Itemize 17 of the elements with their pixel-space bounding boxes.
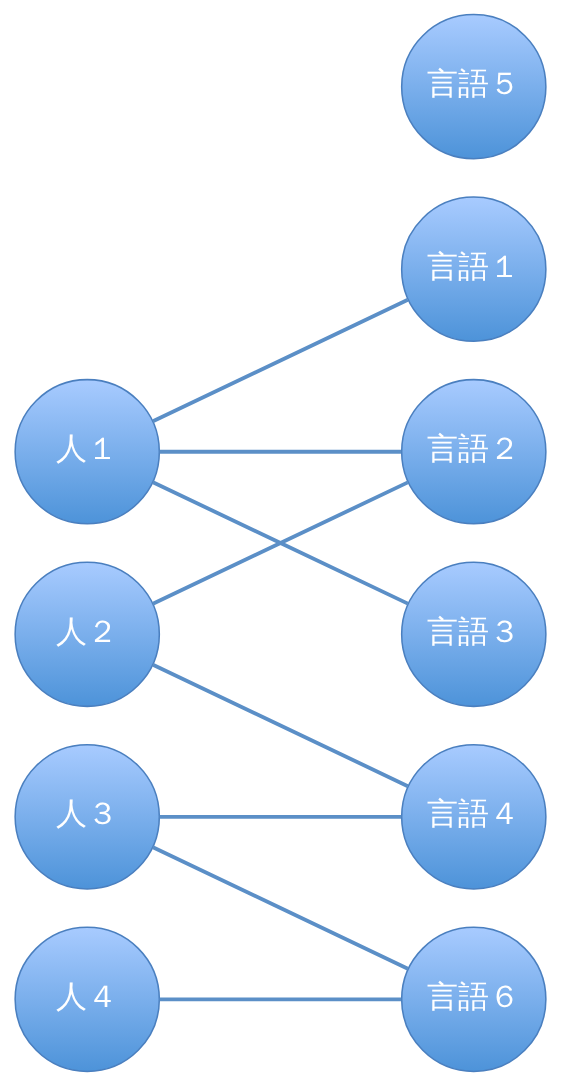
node-circle: 言語６ bbox=[400, 926, 547, 1073]
connector bbox=[152, 298, 409, 423]
node-circle: 人３ bbox=[14, 743, 161, 890]
connector bbox=[152, 480, 409, 606]
node-circle: 人１ bbox=[14, 378, 161, 525]
node-circle: 人２ bbox=[14, 561, 161, 708]
node-circle: 言語４ bbox=[400, 743, 547, 890]
connector bbox=[159, 449, 402, 454]
connector bbox=[152, 845, 409, 971]
connector bbox=[159, 997, 402, 1002]
node-circle: 人４ bbox=[14, 926, 161, 1073]
node-circle: 言語２ bbox=[400, 378, 547, 525]
node-circle: 言語１ bbox=[400, 196, 547, 343]
connector bbox=[152, 663, 409, 788]
connector bbox=[159, 814, 402, 819]
node-circle: 言語５ bbox=[400, 13, 547, 160]
node-circle: 言語３ bbox=[400, 561, 547, 708]
